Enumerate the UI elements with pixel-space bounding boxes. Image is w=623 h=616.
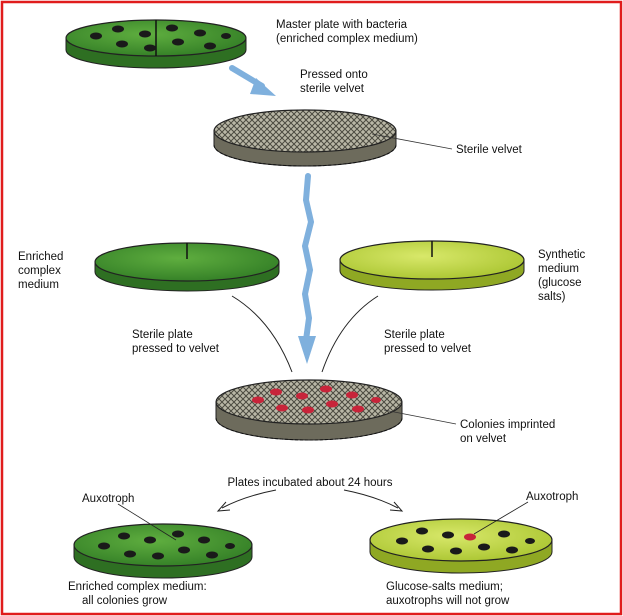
- press-arrow: [229, 65, 276, 96]
- incubate-arrow-right: [343, 489, 404, 512]
- synthetic-label-4: salts): [538, 291, 566, 303]
- enriched-plate: [94, 242, 280, 292]
- result-right-colonies: [396, 527, 535, 555]
- sterile-plate-left-label-2: pressed to velvet: [132, 343, 220, 355]
- master-plate: [65, 19, 247, 69]
- master-colonies: [90, 24, 231, 52]
- pressed-label-1: Pressed onto: [300, 69, 368, 81]
- synthetic-label-1: Synthetic: [538, 249, 586, 261]
- synthetic-plate: [339, 240, 525, 291]
- synthetic-label-3: (glucose: [538, 277, 581, 289]
- result-plate-left: [73, 523, 253, 579]
- auxotroph-left-leader: [117, 503, 177, 541]
- left-press-curve: [231, 295, 293, 373]
- auxotroph-left-label: Auxotroph: [82, 493, 134, 505]
- incubate-arrow-left: [216, 489, 277, 512]
- pressed-label-2: sterile velvet: [300, 83, 365, 95]
- auxotroph-right-label: Auxotroph: [526, 491, 578, 503]
- master-plate-label-2: (enriched complex medium): [276, 33, 418, 45]
- imprinted-velvet: [215, 379, 403, 441]
- auxotroph-colony: [464, 533, 476, 541]
- sterile-plate-right-label-1: Sterile plate: [384, 329, 445, 341]
- sterile-plate-right-label-2: pressed to velvet: [384, 343, 472, 355]
- result-left-label-1: Enriched complex medium:: [68, 581, 207, 593]
- result-right-label-1: Glucose-salts medium;: [386, 581, 503, 593]
- result-plate-right: [369, 518, 553, 574]
- result-right-label-2: auxotrophs will not grow: [386, 595, 510, 607]
- result-left-label-2: all colonies grow: [82, 595, 168, 607]
- vertical-arrow: [298, 173, 316, 364]
- sterile-velvet: [213, 109, 397, 167]
- incubated-label: Plates incubated about 24 hours: [228, 477, 393, 489]
- colonies-leader: [383, 409, 457, 425]
- colonies-label-2: on velvet: [460, 433, 507, 445]
- enriched-label-3: medium: [18, 279, 59, 291]
- enriched-label-2: complex: [18, 265, 61, 277]
- enriched-label-1: Enriched: [18, 251, 63, 263]
- velvet-leader: [371, 133, 453, 150]
- sterile-plate-left-label-1: Sterile plate: [132, 329, 193, 341]
- master-plate-label-1: Master plate with bacteria: [276, 19, 408, 31]
- sterile-velvet-label: Sterile velvet: [456, 144, 523, 156]
- imprinted-colonies: [252, 385, 381, 414]
- right-press-curve: [321, 295, 379, 373]
- synthetic-label-2: medium: [538, 263, 579, 275]
- colonies-label-1: Colonies imprinted: [460, 419, 555, 431]
- auxotroph-right-leader: [473, 501, 529, 535]
- result-left-colonies: [98, 530, 235, 560]
